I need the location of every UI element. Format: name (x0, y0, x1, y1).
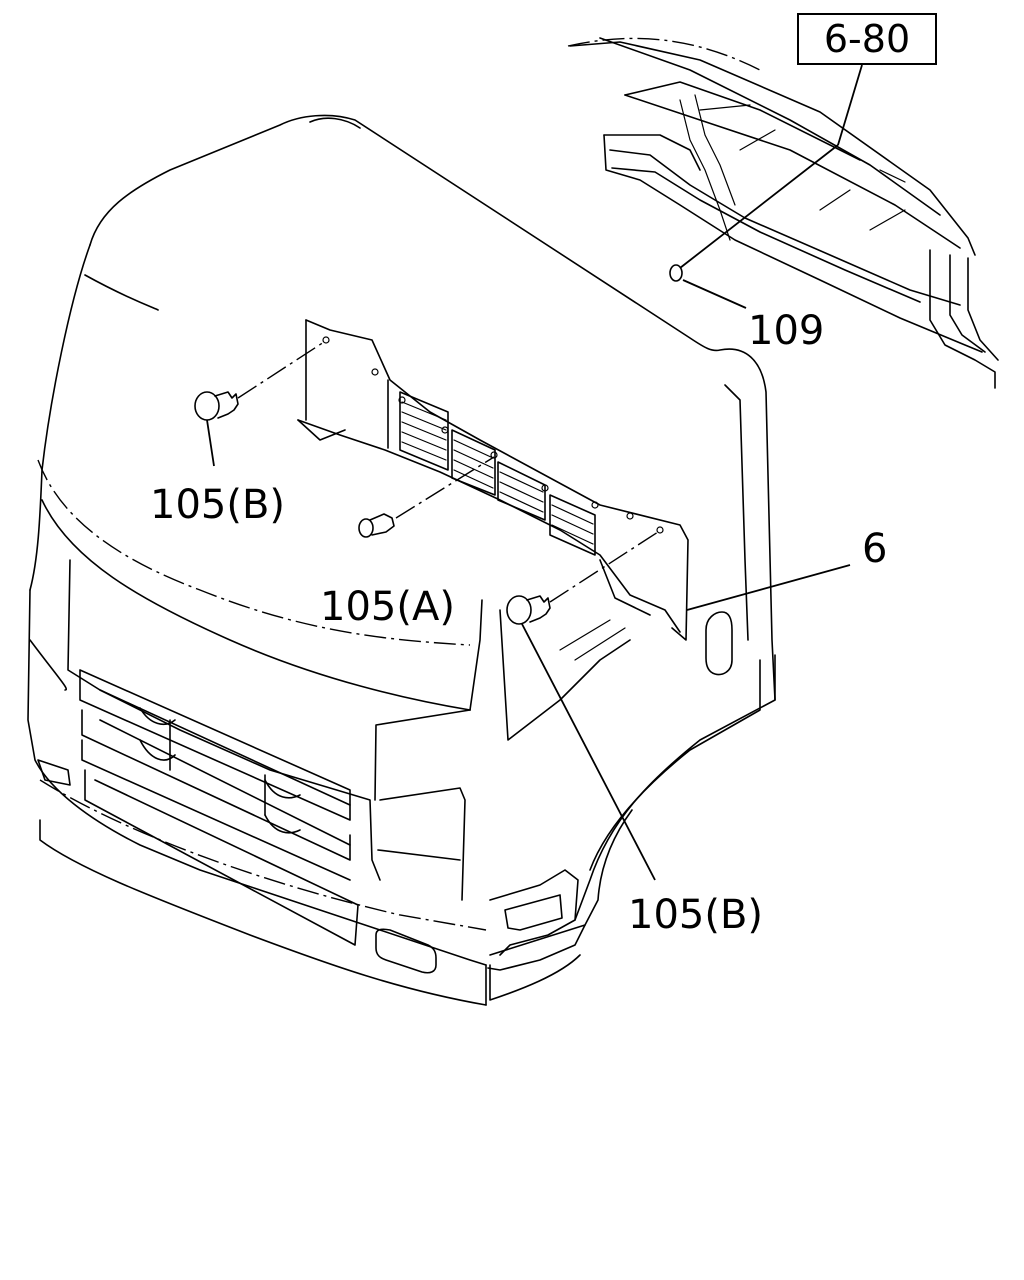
ventilator-panel (297, 319, 689, 641)
leader-105b-bottom (521, 623, 656, 881)
callout-6[interactable]: 6 (862, 526, 887, 572)
leader-109 (682, 279, 747, 309)
leader-6-80-b (679, 144, 839, 269)
callout-105b-bottom[interactable]: 105(B) (628, 892, 763, 938)
clip-105a (358, 456, 495, 538)
callout-109[interactable]: 109 (748, 308, 824, 354)
clip-105b-top (194, 341, 325, 421)
leader-6 (686, 564, 851, 611)
callout-105b-top[interactable]: 105(B) (150, 482, 285, 528)
leader-6-80 (837, 64, 863, 146)
clip-105b-bottom (506, 531, 659, 625)
ref-box-frame (797, 13, 937, 65)
grommet-109 (669, 264, 683, 282)
leader-105b-top (206, 419, 215, 467)
cab-body (27, 114, 776, 1006)
ref-box-label[interactable]: 6-80 (824, 17, 910, 61)
callout-105a[interactable]: 105(A) (320, 584, 455, 630)
